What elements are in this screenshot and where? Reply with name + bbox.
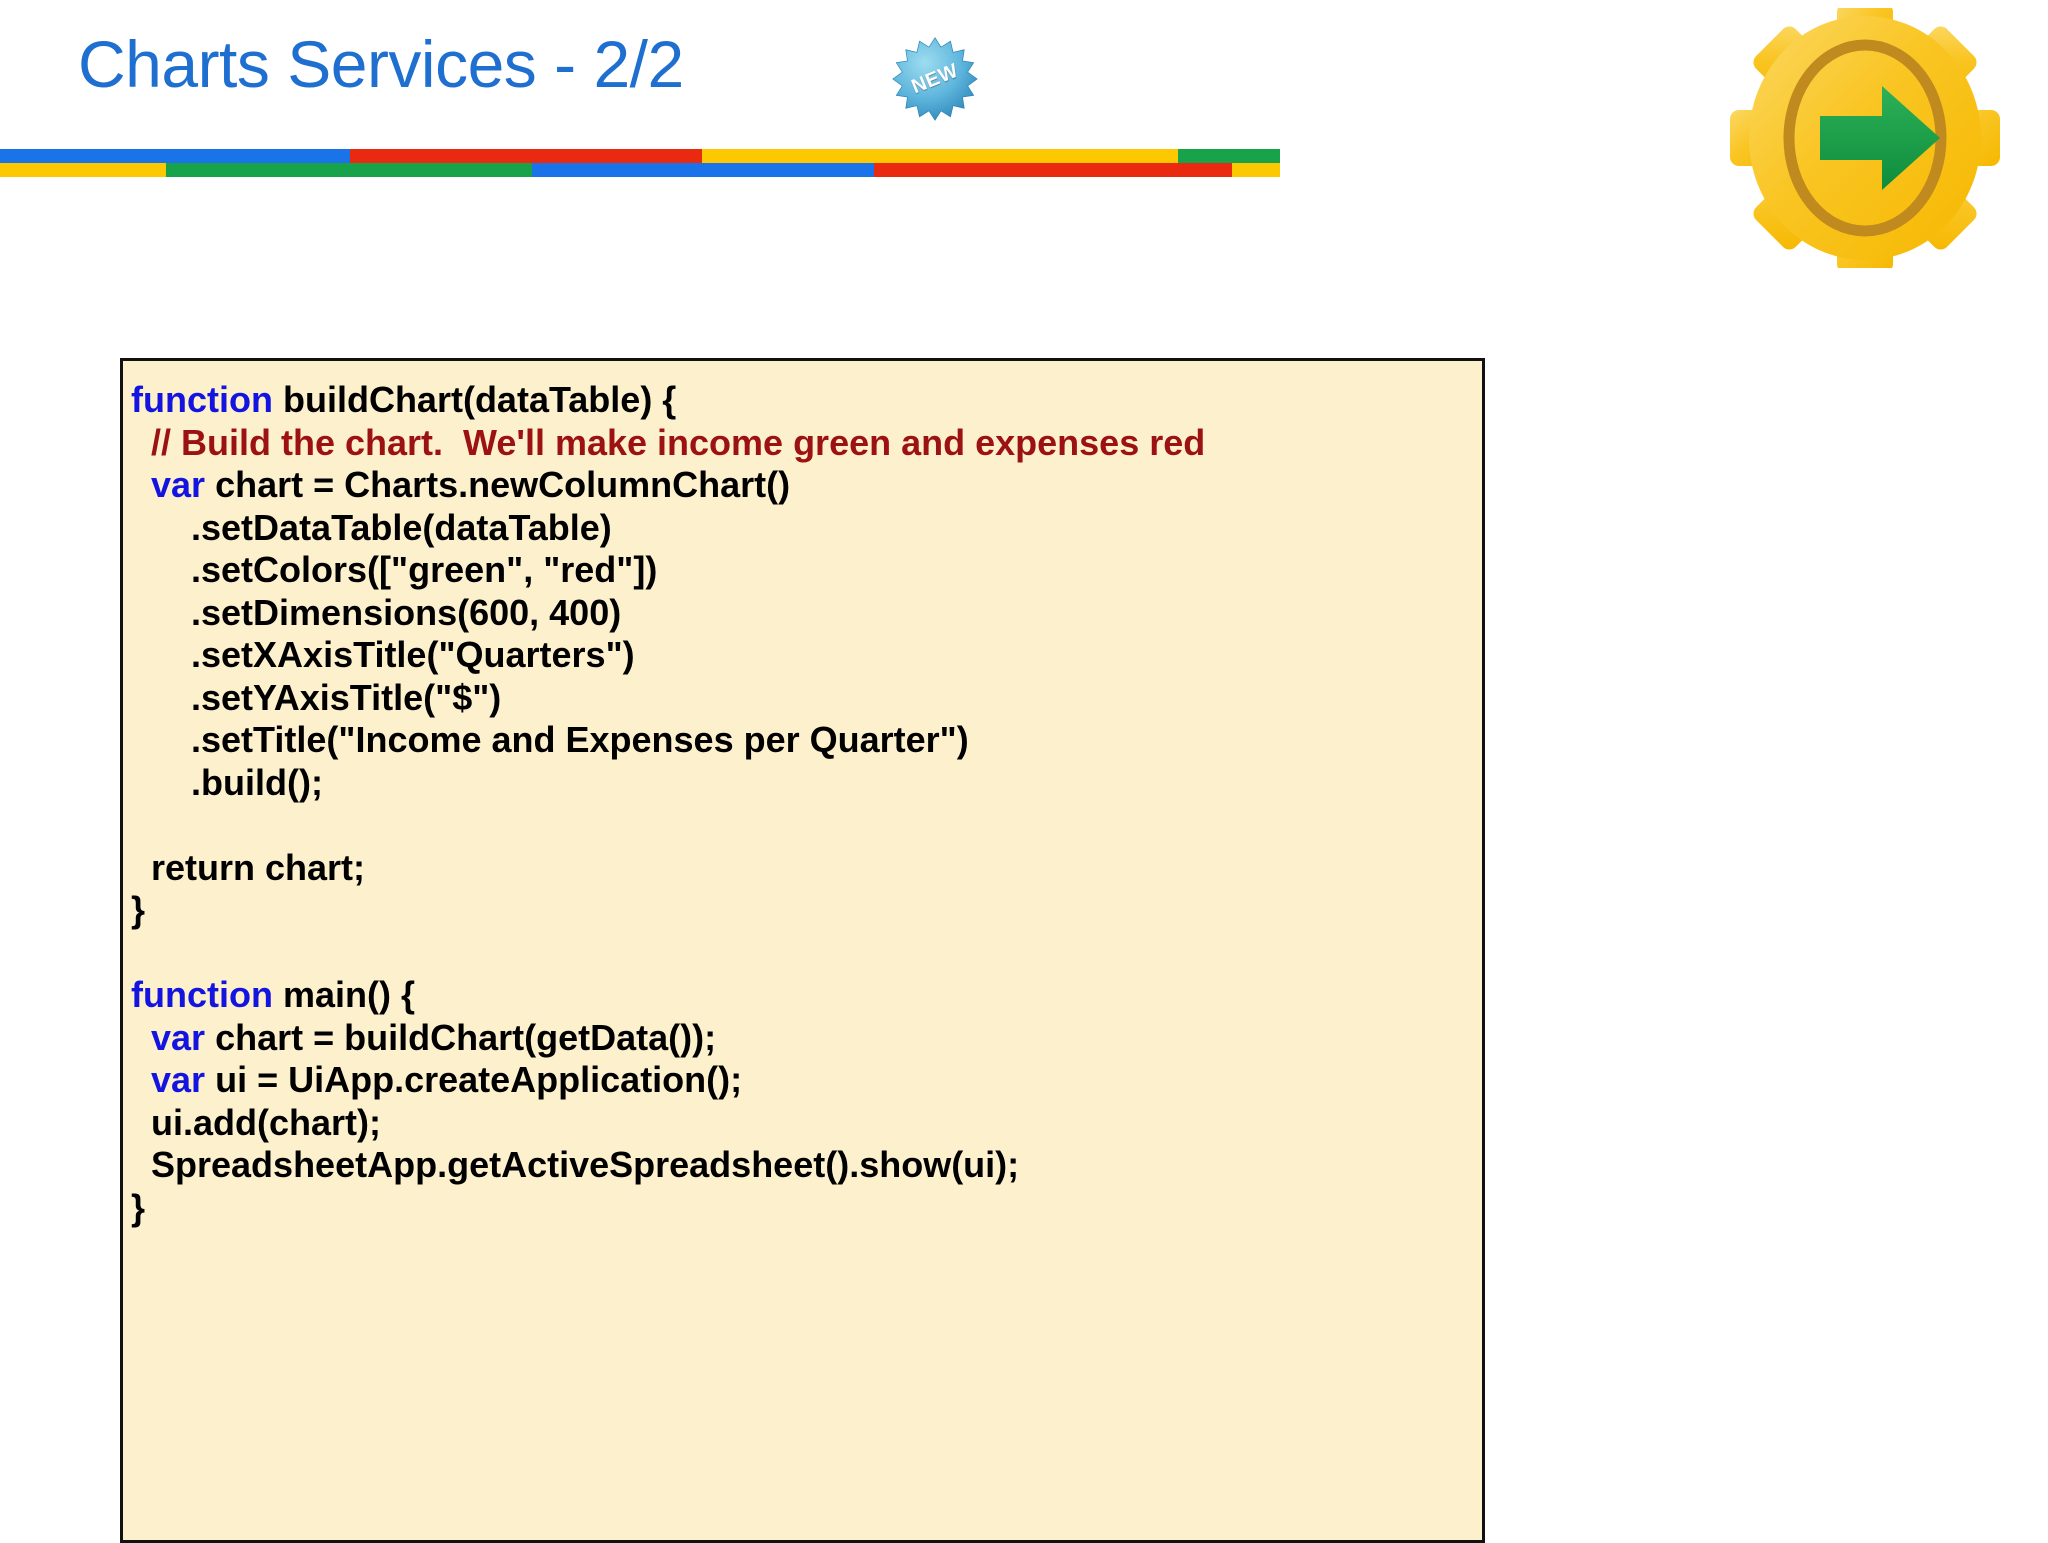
code-line: } bbox=[123, 889, 1482, 932]
rule-segment bbox=[166, 149, 350, 163]
rule-segment bbox=[1104, 163, 1232, 177]
rule-segment bbox=[1232, 163, 1280, 177]
code-text bbox=[131, 1059, 151, 1100]
code-text: ui.add(chart); bbox=[131, 1101, 381, 1143]
code-keyword: function bbox=[131, 379, 273, 420]
code-line: function main() { bbox=[123, 974, 1482, 1017]
code-keyword: var bbox=[151, 1016, 206, 1058]
code-line: return chart; bbox=[123, 847, 1482, 890]
code-line: // Build the chart. We'll make income gr… bbox=[123, 422, 1482, 465]
code-text bbox=[131, 932, 141, 973]
code-block: function buildChart(dataTable) { // Buil… bbox=[120, 358, 1485, 1543]
code-line: function buildChart(dataTable) { bbox=[123, 379, 1482, 422]
code-text: ui = UiApp.createApplication(); bbox=[205, 1059, 743, 1100]
code-line: SpreadsheetApp.getActiveSpreadsheet().sh… bbox=[123, 1144, 1482, 1187]
code-lines: function buildChart(dataTable) { // Buil… bbox=[123, 379, 1482, 1229]
code-keyword: var bbox=[151, 464, 206, 505]
code-line: var chart = buildChart(getData()); bbox=[123, 1017, 1482, 1060]
code-text: chart = buildChart(getData()); bbox=[205, 1016, 717, 1058]
rule-segment bbox=[0, 163, 166, 177]
code-line bbox=[123, 804, 1482, 847]
code-line: ui.add(chart); bbox=[123, 1102, 1482, 1145]
gear-with-arrow-icon bbox=[1700, 3, 2030, 273]
code-text: } bbox=[131, 889, 146, 930]
code-line: .setColors(["green", "red"]) bbox=[123, 549, 1482, 592]
rule-segment bbox=[166, 163, 350, 177]
rule-segment bbox=[532, 163, 702, 177]
rule-segment bbox=[1104, 149, 1178, 163]
code-comment: // Build the chart. We'll make income gr… bbox=[131, 421, 1206, 463]
color-rule-top bbox=[0, 149, 1280, 163]
rule-segment bbox=[1178, 149, 1280, 163]
code-text: SpreadsheetApp.getActiveSpreadsheet().sh… bbox=[131, 1144, 1020, 1185]
color-rule-bottom bbox=[0, 163, 1280, 177]
rule-segment bbox=[874, 163, 1104, 177]
rule-segment bbox=[0, 149, 166, 163]
code-line: .setXAxisTitle("Quarters") bbox=[123, 634, 1482, 677]
code-keyword: var bbox=[151, 1059, 206, 1100]
code-text: chart = Charts.newColumnChart() bbox=[205, 464, 791, 505]
code-text: .build(); bbox=[131, 761, 323, 803]
code-line: } bbox=[123, 1187, 1482, 1230]
code-text: return chart; bbox=[131, 846, 366, 888]
code-text: .setTitle("Income and Expenses per Quart… bbox=[131, 719, 969, 760]
code-line: .setYAxisTitle("$") bbox=[123, 677, 1482, 720]
code-text: .setYAxisTitle("$") bbox=[131, 676, 502, 718]
code-line: var chart = Charts.newColumnChart() bbox=[123, 464, 1482, 507]
code-line: var ui = UiApp.createApplication(); bbox=[123, 1059, 1482, 1102]
code-line: .setTitle("Income and Expenses per Quart… bbox=[123, 719, 1482, 762]
code-line: .setDimensions(600, 400) bbox=[123, 592, 1482, 635]
code-text: buildChart(dataTable) { bbox=[272, 379, 677, 420]
rule-segment bbox=[702, 163, 874, 177]
code-text: .setXAxisTitle("Quarters") bbox=[131, 634, 635, 675]
code-keyword: function bbox=[131, 974, 273, 1015]
code-line bbox=[123, 932, 1482, 975]
code-text: .setDimensions(600, 400) bbox=[131, 591, 622, 633]
starburst-icon bbox=[892, 37, 978, 121]
code-text: } bbox=[131, 1186, 146, 1228]
new-badge: NEW bbox=[892, 36, 978, 122]
code-text bbox=[131, 464, 151, 505]
rule-segment bbox=[350, 163, 532, 177]
code-text: .setColors(["green", "red"]) bbox=[131, 549, 658, 590]
code-text bbox=[131, 804, 141, 845]
code-line: .setDataTable(dataTable) bbox=[123, 507, 1482, 550]
code-text: main() { bbox=[272, 974, 415, 1015]
rule-segment bbox=[350, 149, 702, 163]
code-text bbox=[131, 1017, 151, 1058]
page-title: Charts Services - 2/2 bbox=[78, 27, 684, 101]
code-text: .setDataTable(dataTable) bbox=[131, 506, 612, 548]
rule-segment bbox=[702, 149, 1104, 163]
code-line: .build(); bbox=[123, 762, 1482, 805]
